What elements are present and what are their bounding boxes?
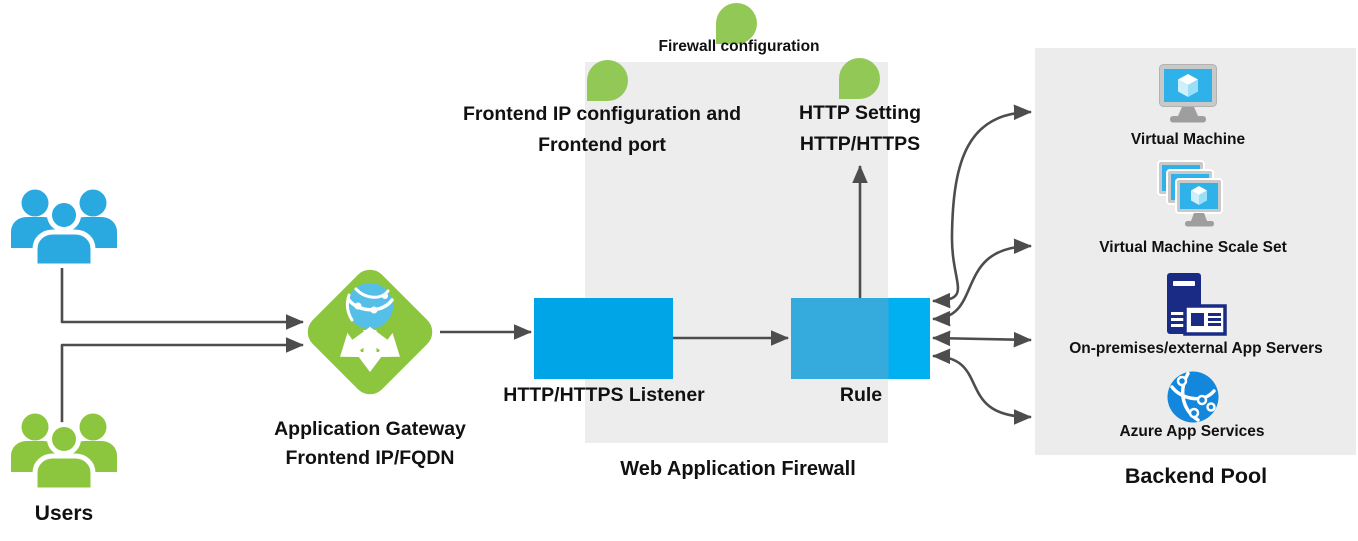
backend-pool-label: Backend Pool	[1124, 464, 1268, 488]
firewall-config-pin-icon	[716, 3, 757, 44]
http-setting-label: HTTP Setting HTTP/HTTPS	[798, 102, 922, 155]
connector-rule-to-vm-scale-set	[931, 238, 1033, 327]
users-group-blue-icon	[8, 188, 120, 269]
users-label: Users	[34, 502, 94, 525]
frontend-config-label: Frontend IP configuration and Frontend p…	[462, 103, 742, 156]
on-premises-server-icon	[1161, 272, 1227, 345]
app-servers-label: On-premises/external App Servers	[1069, 340, 1323, 357]
waf-label: Web Application Firewall	[620, 458, 856, 480]
globe-icon	[345, 283, 394, 329]
frontend-config-pin-icon	[587, 60, 628, 101]
vm-scale-set-icon	[1156, 160, 1228, 239]
connector-rule-to-app-servers	[931, 330, 1033, 348]
virtual-machine-label: Virtual Machine	[1130, 131, 1246, 148]
app-services-label: Azure App Services	[1119, 423, 1265, 440]
rule-box	[791, 298, 930, 379]
vm-scale-set-label: Virtual Machine Scale Set	[1099, 239, 1287, 256]
firewall-config-label: Firewall configuration	[658, 38, 820, 55]
connector-users-blue-to-gateway	[60, 266, 305, 330]
application-gateway-label: Application Gateway Frontend IP/FQDN	[274, 418, 466, 469]
rule-label: Rule	[839, 384, 883, 406]
virtual-machine-icon	[1159, 64, 1217, 129]
connector-rule-to-virtual-machine	[931, 104, 1033, 309]
application-gateway-icon	[300, 262, 440, 402]
http-setting-pin-icon	[839, 58, 880, 99]
azure-app-services-icon	[1167, 371, 1219, 428]
http-listener-label: HTTP/HTTPS Listener	[503, 384, 705, 406]
connector-rule-to-app-services	[931, 348, 1033, 425]
waf-panel	[585, 62, 888, 443]
users-group-green-icon	[8, 412, 120, 493]
http-listener-box	[534, 298, 673, 379]
connector-users-green-to-gateway	[60, 337, 305, 430]
